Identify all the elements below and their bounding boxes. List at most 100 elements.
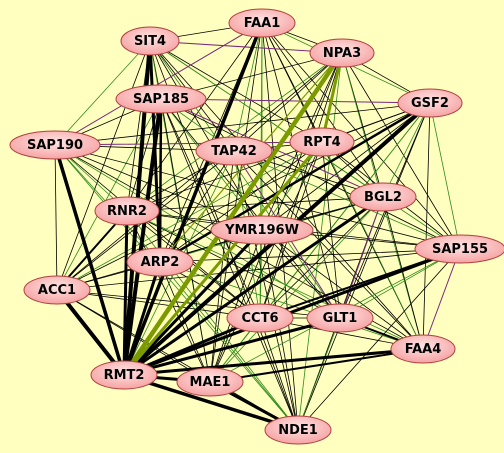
edge-gsf2-sap190: [54, 102, 431, 146]
node-label: CCT6: [242, 311, 279, 326]
node-ellipse: [126, 247, 194, 277]
edge-rmt2-glt1: [122, 316, 342, 377]
node-ellipse: [414, 234, 504, 264]
node-ellipse: [210, 215, 314, 245]
edge-acc1-glt1: [56, 289, 341, 319]
node-gsf2[interactable]: GSF2: [397, 88, 463, 118]
node-sit4[interactable]: SIT4: [120, 26, 180, 56]
node-ellipse: [226, 303, 294, 333]
edge-rmt2-nde1: [122, 373, 300, 432]
node-label: YMR196W: [224, 223, 299, 238]
node-label: RPT4: [303, 135, 340, 150]
edge-npa3-acc1: [56, 52, 343, 291]
edge-rpt4-faa4: [321, 141, 424, 350]
node-label: NPA3: [323, 46, 361, 61]
edge-npa3-tap42: [233, 52, 343, 152]
node-label: MAE1: [190, 375, 231, 390]
edge-arp2-faa4: [159, 261, 424, 350]
node-label: GSF2: [411, 96, 449, 111]
node-ellipse: [289, 127, 355, 157]
edge-sit4-acc1: [56, 40, 151, 291]
node-bgl2[interactable]: BGL2: [349, 182, 417, 212]
edge-rnr2-faa4: [126, 210, 424, 350]
node-nde1[interactable]: NDE1: [264, 415, 332, 445]
node-acc1[interactable]: ACC1: [23, 275, 91, 305]
edge-gsf2-arp2: [158, 101, 432, 264]
node-label: ACC1: [38, 283, 76, 298]
edge-sap155-arp2: [159, 248, 461, 263]
node-ellipse: [390, 334, 456, 364]
node-ellipse: [176, 367, 244, 397]
node-sap155[interactable]: SAP155: [414, 234, 504, 264]
edge-gsf2-bgl2: [382, 102, 431, 198]
edge-rmt2-arp2: [122, 260, 162, 377]
node-ellipse: [23, 275, 91, 305]
node-rnr2[interactable]: RNR2: [94, 196, 160, 226]
node-rmt2[interactable]: RMT2: [90, 360, 158, 390]
edge-sap185-bgl2: [160, 98, 384, 198]
node-ellipse: [195, 136, 273, 166]
edge-tap42-mae1: [209, 150, 235, 383]
node-rpt4[interactable]: RPT4: [289, 127, 355, 157]
node-faa1[interactable]: FAA1: [228, 8, 296, 38]
node-ellipse: [349, 182, 417, 212]
node-label: SAP185: [133, 92, 189, 107]
node-arp2[interactable]: ARP2: [126, 247, 194, 277]
node-label: RNR2: [107, 204, 147, 219]
node-ellipse: [120, 26, 180, 56]
edge-gsf2-faa4: [422, 102, 431, 350]
edge-sap190-glt1: [54, 144, 341, 319]
edge-mae1-faa4: [209, 348, 424, 383]
node-ellipse: [94, 196, 160, 226]
node-label: FAA4: [405, 342, 442, 357]
node-label: NDE1: [278, 423, 318, 438]
node-cct6[interactable]: CCT6: [226, 303, 294, 333]
edge-rpt4-mae1: [209, 141, 323, 383]
edge-npa3-sap155: [341, 52, 461, 250]
edge-ymr196w-cct6: [259, 229, 263, 319]
edge-sap155-nde1: [297, 248, 461, 431]
edge-ymr196w-glt1: [261, 229, 341, 319]
edge-faa1-tap42: [233, 22, 263, 152]
node-glt1[interactable]: GLT1: [306, 303, 374, 333]
edge-glt1-nde1: [297, 317, 341, 431]
edge-sap185-arp2: [158, 97, 163, 264]
edge-acc1-cct6: [56, 289, 261, 319]
node-ellipse: [115, 84, 207, 114]
node-label: SAP190: [27, 138, 83, 153]
edge-bgl2-mae1: [209, 196, 384, 383]
edge-rmt2-npa3: [121, 50, 345, 378]
edge-sap155-faa4: [422, 248, 461, 350]
node-faa4[interactable]: FAA4: [390, 334, 456, 364]
node-npa3[interactable]: NPA3: [309, 38, 375, 68]
node-label: SIT4: [134, 34, 166, 49]
edge-gsf2-nde1: [297, 102, 431, 431]
edge-faa1-sap190: [54, 22, 263, 146]
node-mae1[interactable]: MAE1: [176, 367, 244, 397]
edge-faa1-mae1: [209, 22, 263, 383]
edge-rmt2-sap155: [122, 247, 462, 377]
node-sap185[interactable]: SAP185: [115, 84, 207, 114]
node-ellipse: [397, 88, 463, 118]
edge-rmt2-acc1: [55, 288, 126, 377]
edge-sap155-acc1: [56, 248, 461, 291]
edge-ymr196w-nde1: [261, 229, 299, 431]
edge-sap190-acc1: [54, 144, 58, 291]
node-label: RMT2: [104, 368, 145, 383]
edge-ymr196w-mae1: [209, 229, 263, 383]
edge-sap190-nde1: [54, 144, 299, 431]
node-ymr196w[interactable]: YMR196W: [210, 215, 314, 245]
node-sap190[interactable]: SAP190: [9, 130, 101, 160]
edge-rmt2-ymr196w: [122, 228, 264, 377]
node-label: ARP2: [141, 255, 180, 270]
node-label: GLT1: [323, 311, 358, 326]
edge-rmt2-bgl2: [122, 195, 385, 377]
node-tap42[interactable]: TAP42: [195, 136, 273, 166]
edge-npa3-rnr2: [126, 52, 343, 212]
edge-rmt2-rnr2: [122, 209, 129, 377]
node-label: FAA1: [244, 16, 281, 31]
edge-acc1-mae1: [56, 289, 211, 383]
edge-tap42-arp2: [159, 150, 235, 263]
edge-rmt2-faa1: [122, 21, 264, 377]
